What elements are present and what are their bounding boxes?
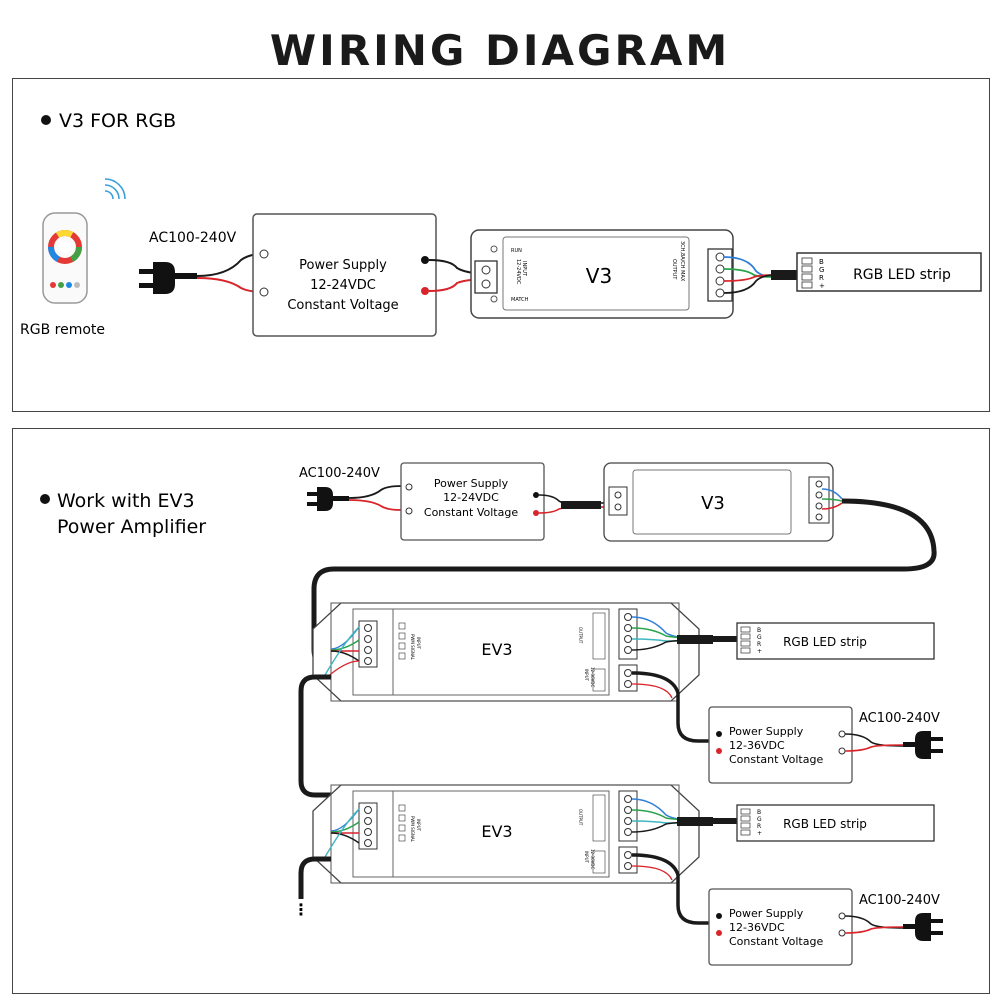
section-heading-line-2: Power Amplifier bbox=[57, 516, 206, 538]
bullet-icon bbox=[40, 494, 50, 504]
ev3-amplifier-2: INPUT PWM SIGNAL EV3 OUTPUT INPUT 12-36V… bbox=[312, 784, 700, 884]
strip-pin-plus: + bbox=[819, 282, 825, 290]
ac-plug-icon bbox=[903, 913, 943, 941]
ev3-power-range: 12-36VDC bbox=[590, 667, 595, 687]
ev3-amplifier-diagram: Work with EV3 Power Amplifier AC100-240V… bbox=[40, 462, 943, 966]
ev3-output-label: OUTPUT bbox=[578, 627, 583, 644]
ev3-input-sub: PWM SIGNAL bbox=[410, 816, 415, 843]
power-supply-box bbox=[252, 213, 437, 337]
rgb-led-strip bbox=[796, 252, 982, 292]
wire-black bbox=[723, 274, 777, 294]
ac-plug-icon bbox=[903, 731, 943, 759]
ev3-power-range: 12-36VDC bbox=[590, 849, 595, 869]
strip-pin-g: G bbox=[757, 816, 762, 823]
run-led-icon bbox=[490, 245, 498, 253]
ac-input-label: AC100-240V bbox=[299, 466, 380, 481]
power-supply-box-3: Power Supply 12-36VDC Constant Voltage bbox=[708, 888, 853, 966]
rgb-led-strip-2: B G R + RGB LED strip bbox=[736, 804, 935, 842]
psu-line-1: Power Supply bbox=[434, 477, 509, 490]
section-heading-line-1: Work with EV3 bbox=[57, 490, 195, 512]
psu-terminal-n bbox=[259, 287, 269, 297]
ev3-output-label: OUTPUT bbox=[578, 809, 583, 826]
psu-line-3: Constant Voltage bbox=[287, 298, 398, 313]
strip-pin-plus: + bbox=[757, 648, 762, 655]
strip-pin-r: R bbox=[819, 274, 824, 282]
psu-output-positive bbox=[421, 287, 429, 295]
continuation-dots: ⋮ bbox=[293, 900, 309, 919]
match-label: MATCH bbox=[511, 297, 529, 303]
diagram-title: WIRING DIAGRAM bbox=[269, 26, 731, 75]
v3-input-terminal bbox=[474, 260, 498, 294]
psu-line-1: Power Supply bbox=[729, 907, 804, 920]
ev3-label: EV3 bbox=[481, 640, 512, 659]
v3-label: V3 bbox=[586, 264, 612, 288]
strip-label: RGB LED strip bbox=[853, 267, 951, 283]
power-supply-box-2: Power Supply 12-36VDC Constant Voltage bbox=[708, 706, 853, 784]
v3-input-range: 12-24VDC bbox=[515, 259, 521, 285]
strip-pin-g: G bbox=[757, 634, 762, 641]
ac-input-label: AC100-240V bbox=[859, 893, 940, 908]
ac-plug-icon bbox=[139, 262, 197, 294]
psu-line-1: Power Supply bbox=[299, 258, 387, 273]
ev3-label: EV3 bbox=[481, 822, 512, 841]
rgb-led-strip-1: B G R + RGB LED strip bbox=[736, 622, 935, 660]
psu-line-2: 12-36VDC bbox=[729, 739, 785, 752]
panel-v3-for-rgb: V3 FOR RGB RGB remote AC100-240V bbox=[12, 78, 990, 412]
panel-ev3-amplifier: Work with EV3 Power Amplifier AC100-240V… bbox=[12, 428, 990, 994]
ac-input-label: AC100-240V bbox=[149, 230, 237, 246]
ev3-amplifier-1: INPUT PWM SIGNAL EV3 OUTPUT INPUT 12-36V… bbox=[312, 602, 700, 702]
wire-green bbox=[723, 268, 777, 278]
v3-controller bbox=[603, 462, 834, 542]
strip-pin-b: B bbox=[819, 258, 824, 266]
v3-label: V3 bbox=[701, 493, 725, 514]
strip-label: RGB LED strip bbox=[783, 817, 867, 831]
ev3-power-label: INPUT bbox=[584, 851, 589, 864]
ev3-input-sub: PWM SIGNAL bbox=[410, 634, 415, 661]
psu-line-1: Power Supply bbox=[729, 725, 804, 738]
ev3-input-label: INPUT bbox=[416, 637, 421, 650]
power-supply-box bbox=[400, 462, 545, 541]
strip-label: RGB LED strip bbox=[783, 635, 867, 649]
ev3-power-label: INPUT bbox=[584, 669, 589, 682]
psu-line-3: Constant Voltage bbox=[729, 935, 823, 948]
psu-line-2: 12-24VDC bbox=[443, 491, 499, 504]
psu-line-3: Constant Voltage bbox=[424, 506, 518, 519]
v3-controller bbox=[470, 229, 734, 319]
ac-plug-icon bbox=[307, 487, 349, 511]
v3-output-spec: 3CH,8A/CH MAX bbox=[679, 241, 685, 282]
link-cable bbox=[298, 674, 331, 798]
bullet-icon bbox=[41, 115, 51, 125]
v3-input-label: INPUT bbox=[521, 261, 527, 277]
v3-output-label: OUTPUT bbox=[671, 259, 677, 280]
continuation-cable bbox=[298, 856, 331, 899]
strip-pin-r: R bbox=[757, 641, 761, 648]
psu-terminal-l bbox=[259, 249, 269, 259]
strip-pin-plus: + bbox=[757, 830, 762, 837]
remote-label: RGB remote bbox=[20, 322, 105, 338]
ac-input-label: AC100-240V bbox=[859, 711, 940, 726]
cable-sheath bbox=[771, 270, 797, 280]
psu-line-3: Constant Voltage bbox=[729, 753, 823, 766]
psu-output-negative bbox=[421, 256, 429, 264]
match-button-icon bbox=[490, 295, 498, 303]
section-heading: V3 FOR RGB bbox=[59, 110, 176, 132]
strip-pin-b: B bbox=[757, 627, 761, 634]
strip-pin-g: G bbox=[819, 266, 824, 274]
strip-pin-b: B bbox=[757, 809, 761, 816]
strip-pin-r: R bbox=[757, 823, 761, 830]
psu-line-2: 12-24VDC bbox=[310, 278, 376, 293]
v3-rgb-diagram: V3 FOR RGB RGB remote AC100-240V bbox=[20, 110, 982, 338]
rgb-remote bbox=[42, 212, 88, 304]
run-label: RUN bbox=[511, 248, 522, 254]
wireless-signal-icon bbox=[104, 178, 126, 200]
psu-line-2: 12-36VDC bbox=[729, 921, 785, 934]
ev3-input-label: INPUT bbox=[416, 819, 421, 832]
